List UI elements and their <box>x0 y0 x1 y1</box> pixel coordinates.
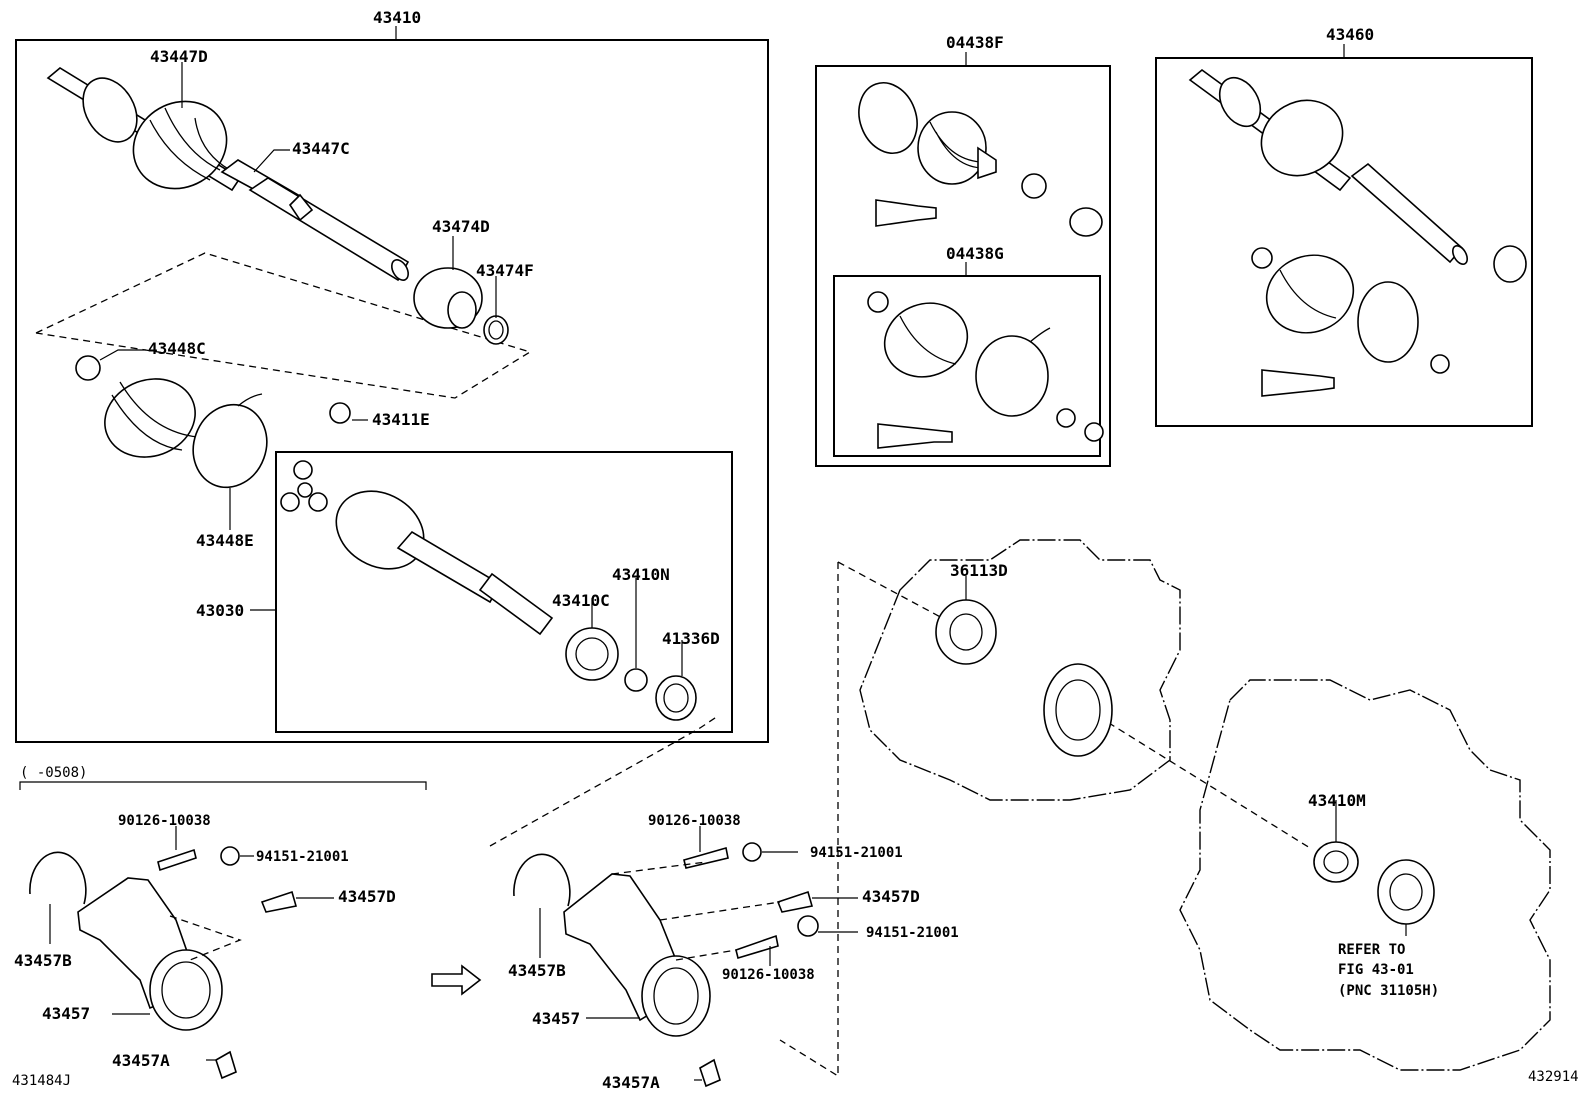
boot-kit-04438F <box>858 82 1103 237</box>
label-36113D: 36113D <box>950 561 1008 580</box>
label-bolt-left: 90126-10038 <box>118 813 211 829</box>
frame-43460 <box>1155 57 1533 427</box>
frame-43030 <box>275 451 733 733</box>
front-outboard-shaft <box>46 67 410 282</box>
label-43457B-center: 43457B <box>508 961 566 980</box>
leader-lines <box>49 62 1407 1081</box>
bracket-group-left <box>29 846 298 1080</box>
label-bolt-center-mid: 90126-10038 <box>722 967 815 983</box>
label-43410M: 43410M <box>1308 791 1366 810</box>
label-43457D-center: 43457D <box>862 887 920 906</box>
front-boot-kit <box>75 355 268 489</box>
label-refer-line2: FIG 43-01 <box>1338 962 1414 978</box>
label-date-range: ( -0508) <box>20 765 88 781</box>
label-43474D: 43474D <box>432 217 490 236</box>
frame-43410 <box>15 39 769 743</box>
transaxle-seals <box>935 599 1113 757</box>
label-43474F: 43474F <box>476 261 534 280</box>
label-43410C: 43410C <box>552 591 610 610</box>
label-43457A-left: 43457A <box>112 1051 170 1070</box>
label-43448E: 43448E <box>196 531 254 550</box>
label-nut-center-top: 94151-21001 <box>810 845 903 861</box>
label-43457B-left: 43457B <box>14 951 72 970</box>
transmission-seals <box>1313 841 1435 925</box>
transmission-case <box>1179 679 1551 1071</box>
label-43410N: 43410N <box>612 565 670 584</box>
label-code-left: 431484J <box>12 1073 72 1089</box>
label-code-right: 432914 <box>1528 1069 1579 1085</box>
label-43457A-center: 43457A <box>602 1073 660 1092</box>
label-04438G: 04438G <box>946 244 1004 263</box>
label-43030: 43030 <box>196 601 245 620</box>
label-41336D: 41336D <box>662 629 720 648</box>
label-43460: 43460 <box>1326 25 1375 44</box>
label-43447C: 43447C <box>292 139 350 158</box>
label-nut-left: 94151-21001 <box>256 849 349 865</box>
direction-arrow <box>431 964 482 996</box>
label-43457-center: 43457 <box>532 1009 581 1028</box>
dynamic-damper <box>413 267 509 345</box>
label-43457-left: 43457 <box>42 1004 91 1023</box>
label-nut-center-mid: 94151-21001 <box>866 925 959 941</box>
label-refer-line3: (PNC 31105H) <box>1338 983 1440 999</box>
transaxle-case <box>859 539 1181 801</box>
rear-shaft-43460 <box>1188 68 1527 397</box>
frame-04438F <box>815 65 1111 467</box>
frame-04438G <box>833 275 1101 457</box>
label-43411E: 43411E <box>372 410 430 429</box>
label-43457D-left: 43457D <box>338 887 396 906</box>
label-refer-line1: REFER TO <box>1338 942 1406 958</box>
label-04438F: 04438F <box>946 33 1004 52</box>
boot-group-outline <box>35 252 532 399</box>
boot-kit-04438G <box>867 291 1104 449</box>
label-43410: 43410 <box>373 8 422 27</box>
label-43448C: 43448C <box>148 339 206 358</box>
label-bolt-center-top: 90126-10038 <box>648 813 741 829</box>
label-43447D: 43447D <box>150 47 208 66</box>
bracket-group-center <box>513 842 819 1088</box>
inboard-joint <box>280 402 697 721</box>
